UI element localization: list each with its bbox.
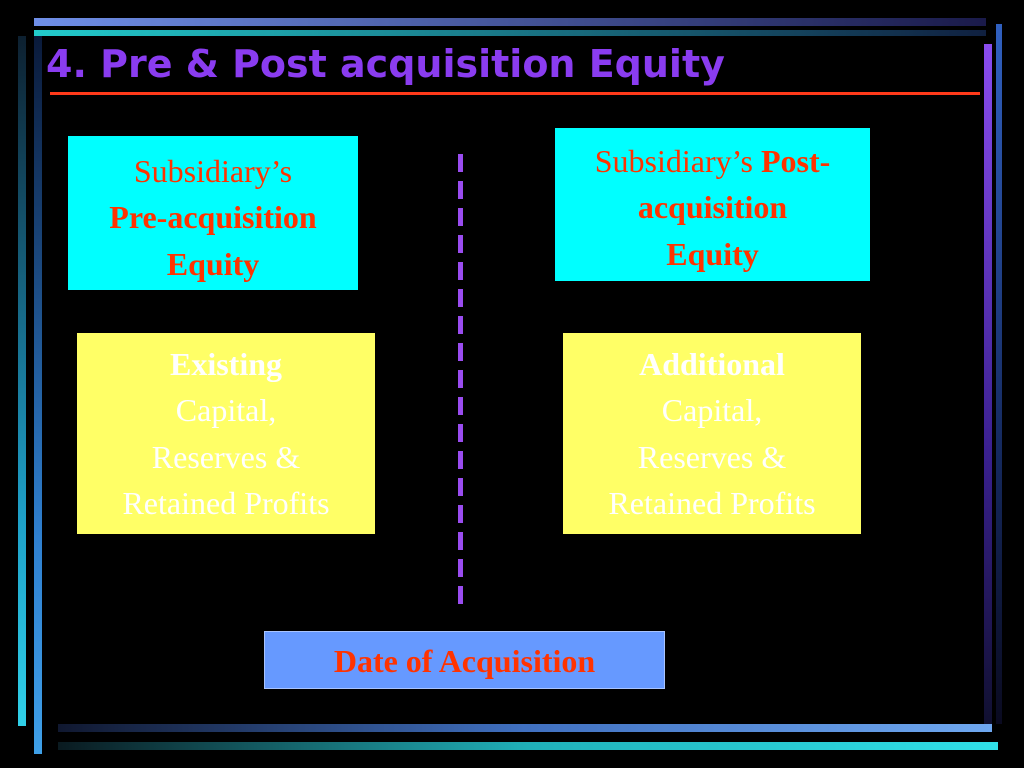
additional-equity-box: Additional Capital, Reserves & Retained … bbox=[563, 333, 861, 534]
pre-box-line-2: Pre-acquisition bbox=[109, 199, 317, 236]
post-box-line-3: Equity bbox=[666, 235, 759, 272]
post-acquisition-equity-box: Subsidiary’s Post- acquisition Equity bbox=[555, 128, 870, 281]
frame-bar-left-inner bbox=[34, 36, 42, 754]
additional-box-heading: Additional bbox=[639, 346, 785, 382]
additional-box-line-2: Capital, bbox=[661, 392, 763, 429]
frame-bar-right-outer bbox=[996, 24, 1002, 724]
pre-acquisition-equity-box: Subsidiary’s Pre-acquisition Equity bbox=[68, 136, 358, 290]
frame-bar-bottom-inner bbox=[58, 724, 992, 732]
title-underline bbox=[50, 92, 980, 95]
post-box-line-1: Subsidiary’s Post- bbox=[555, 138, 870, 184]
pre-box-line-3: Equity bbox=[166, 245, 260, 282]
frame-bar-right-inner bbox=[984, 44, 992, 724]
slide-title: 4. Pre & Post acquisition Equity bbox=[46, 42, 725, 86]
frame-bar-bottom-outer bbox=[58, 742, 998, 750]
acquisition-date-divider bbox=[458, 154, 463, 606]
date-of-acquisition-box: Date of Acquisition bbox=[264, 631, 665, 689]
frame-bar-top-outer bbox=[34, 18, 986, 26]
post-box-line-1-bold: Post- bbox=[760, 143, 831, 179]
existing-box-line-4: Retained Profits bbox=[122, 485, 330, 522]
pre-box-line-1: Subsidiary’s bbox=[133, 153, 293, 189]
post-box-line-1-regular: Subsidiary’s bbox=[594, 143, 761, 179]
additional-box-line-3: Reserves & bbox=[637, 438, 787, 475]
frame-bar-top-inner bbox=[34, 30, 986, 36]
frame-bar-left-outer bbox=[18, 36, 26, 726]
existing-box-line-3: Reserves & bbox=[151, 438, 301, 475]
existing-equity-box: Existing Capital, Reserves & Retained Pr… bbox=[77, 333, 375, 534]
additional-box-line-4: Retained Profits bbox=[608, 485, 816, 522]
post-box-line-2: acquisition bbox=[637, 189, 788, 226]
existing-box-line-2: Capital, bbox=[175, 392, 277, 429]
existing-box-heading: Existing bbox=[169, 346, 283, 382]
